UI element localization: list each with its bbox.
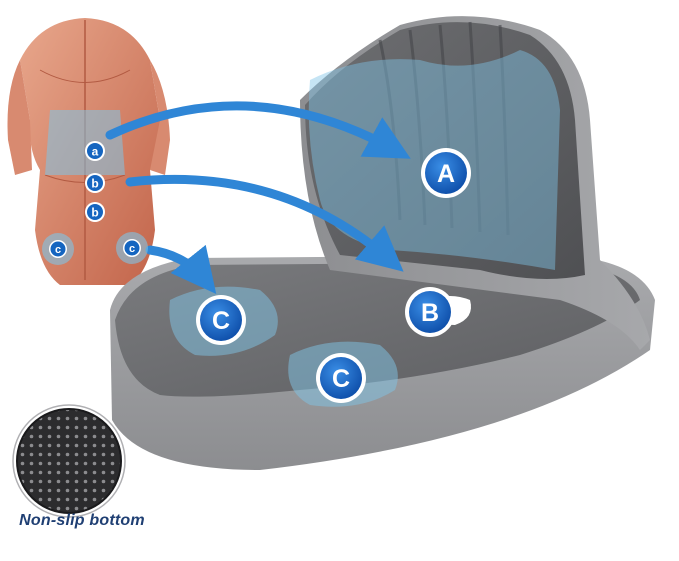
zone-arrows	[105, 101, 411, 295]
badge-backrest-label: A	[437, 160, 455, 188]
arrow-glute-to-thigh	[145, 244, 217, 295]
non-slip-bottom-caption: Non-slip bottom	[19, 512, 145, 529]
badge-back-middle: b	[85, 173, 105, 193]
badge-back-upper-label: a	[92, 145, 99, 159]
arrow-back-to-backrest	[105, 101, 411, 159]
non-slip-bottom-inset	[12, 404, 126, 518]
badge-thigh-right-label: C	[332, 365, 350, 393]
badge-glute-left: c	[42, 233, 74, 265]
badge-back-middle-label: b	[91, 177, 98, 191]
badge-backrest: A	[421, 148, 471, 198]
badge-glute-left-label: c	[55, 244, 61, 256]
badge-back-upper: a	[85, 141, 105, 161]
arrow-lumbar-to-cutout	[125, 174, 404, 272]
back-zone-highlight	[45, 110, 125, 175]
badge-glute-right-label: c	[129, 243, 135, 255]
badge-back-lower-label: b	[91, 206, 98, 220]
badge-tailbone-label: B	[421, 299, 439, 327]
badge-thigh-left: C	[196, 295, 246, 345]
badge-tailbone: B	[405, 287, 455, 337]
badge-back-lower: b	[85, 202, 105, 222]
badge-glute-right: c	[116, 232, 148, 264]
badge-thigh-right: C	[316, 353, 366, 403]
badge-thigh-left-label: C	[212, 307, 230, 335]
